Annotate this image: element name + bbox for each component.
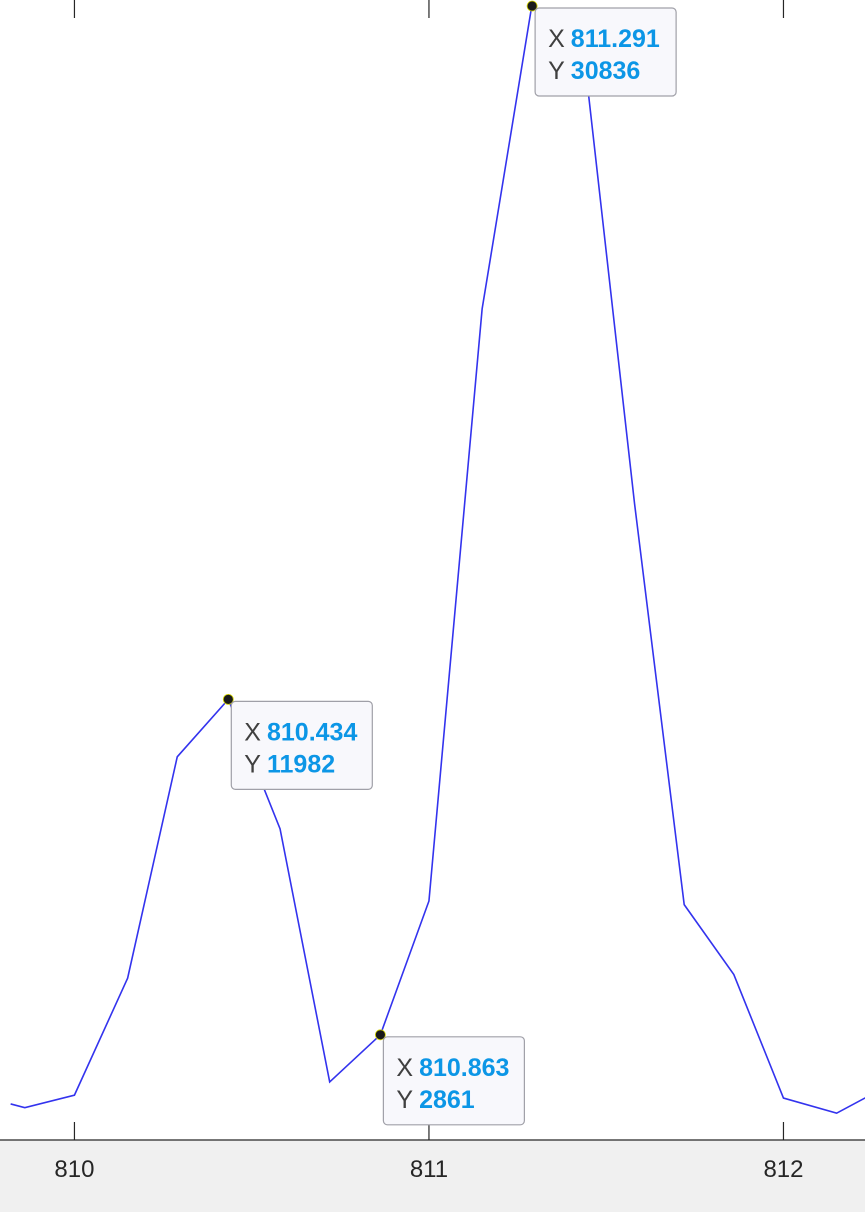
datatip-box	[382, 1036, 525, 1126]
datatip-y-prefix: Y	[396, 1086, 413, 1114]
datatip-y-prefix: Y	[244, 750, 261, 778]
datatip-x-prefix: X	[244, 718, 261, 746]
datatip-x-value: 810.863	[419, 1054, 509, 1082]
datatip-y-prefix: Y	[548, 57, 565, 85]
datatip-marker[interactable]	[526, 0, 538, 12]
datatip-x-value: 811.291	[571, 25, 660, 53]
data-points	[222, 0, 538, 1041]
datatip-box	[230, 700, 373, 790]
datatip-marker[interactable]	[222, 693, 234, 705]
datatip-y-value: 2861	[419, 1086, 475, 1114]
datatip-x-value: 810.434	[267, 718, 357, 746]
x-tick-label-812: 812	[763, 1156, 803, 1183]
x-tick-labels: 810 811 812	[54, 1156, 803, 1183]
top-ticks	[73, 0, 785, 18]
datatip-marker[interactable]	[374, 1029, 386, 1041]
datatip-x-prefix: X	[548, 25, 565, 53]
series-line[interactable]	[10, 4, 865, 1115]
x-tick-label-810: 810	[54, 1156, 94, 1183]
axes-background	[0, 0, 865, 1140]
datatip-y-value: 30836	[571, 57, 641, 85]
datatip-y-value: 11982	[267, 750, 335, 778]
datatip-box	[534, 7, 677, 97]
x-tick-label-811: 811	[410, 1156, 448, 1183]
datatip-x-prefix: X	[396, 1054, 413, 1082]
